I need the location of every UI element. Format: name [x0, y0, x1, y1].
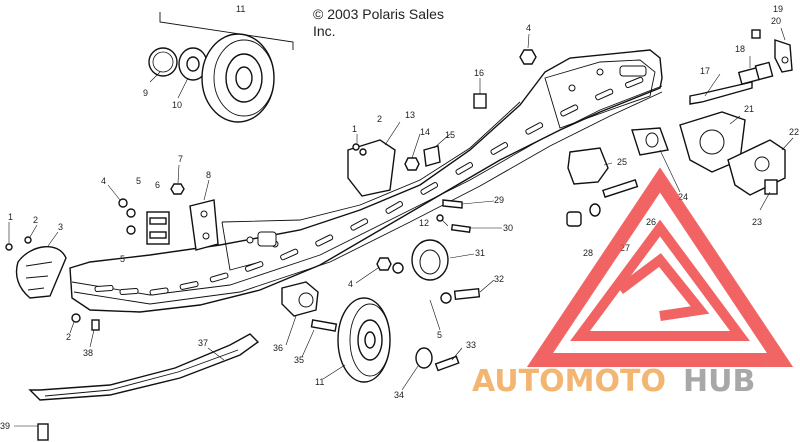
callout: 4: [348, 279, 353, 289]
watermark-text-part1: AUTOMOTO: [472, 364, 666, 399]
callout: 10: [172, 100, 182, 110]
callout: 2: [377, 114, 382, 124]
callout: 2: [66, 332, 71, 342]
callout: 5: [136, 176, 141, 186]
callout: 38: [83, 348, 93, 358]
callout: 26: [646, 217, 656, 227]
callout: 1: [8, 212, 13, 222]
callout: 16: [474, 68, 484, 78]
watermark: AUTOMOTO HUB: [472, 167, 794, 399]
callout: 14: [420, 127, 430, 137]
callout: 7: [178, 154, 183, 164]
triangle-logo: [526, 167, 794, 367]
callout: 11: [315, 377, 324, 387]
leader-lines: [8, 27, 794, 427]
callout: 3: [58, 222, 63, 232]
callout: 13: [405, 110, 415, 120]
callout: 39: [0, 421, 10, 431]
callout: 34: [394, 390, 404, 400]
spacer-washer: [178, 47, 208, 81]
copyright-notice: © 2003 Polaris Sales Inc.: [313, 6, 444, 40]
slide-rail: [69, 49, 663, 313]
callout: 11: [236, 4, 245, 14]
callout: 12: [419, 218, 429, 228]
copyright-line1: © 2003 Polaris Sales: [313, 6, 444, 22]
callout: 27: [620, 243, 630, 253]
callout: 20: [771, 16, 781, 26]
callout: 5: [120, 254, 125, 264]
callout: 18: [735, 44, 745, 54]
callout: 4: [101, 176, 106, 186]
copyright-line2: Inc.: [313, 23, 336, 39]
watermark-text-part2: HUB: [683, 364, 755, 399]
callout: 19: [773, 4, 783, 14]
callout: 24: [678, 192, 688, 202]
callout: 8: [206, 170, 211, 180]
misc-hardware: [5, 49, 639, 441]
front-brackets: [631, 29, 793, 196]
callout: 6: [155, 180, 160, 190]
callout: 15: [445, 130, 455, 140]
callout: 23: [752, 217, 762, 227]
retaining-ring: [148, 47, 178, 77]
callout: 37: [198, 338, 208, 348]
callout: 31: [475, 248, 485, 258]
callout: 28: [583, 248, 593, 258]
callout: 9: [143, 88, 148, 98]
upper-idler-wheel-assembly: [148, 12, 294, 123]
callout: 21: [744, 104, 754, 114]
callout: 2: [33, 215, 38, 225]
callout: 22: [789, 127, 799, 137]
callout: 5: [437, 330, 442, 340]
callout: 29: [494, 195, 504, 205]
callout: 4: [526, 23, 531, 33]
callout: 30: [503, 223, 513, 233]
callout: 32: [494, 274, 504, 284]
callout: 33: [466, 340, 476, 350]
callout: 25: [617, 157, 627, 167]
callout-numbers: 11 9 10 4 19 20 18 17 16 21 22 1 2 13 14…: [0, 4, 799, 431]
callout: 35: [294, 355, 304, 365]
callout: 1: [352, 124, 357, 134]
callout: 36: [273, 343, 283, 353]
idler-wheel: [201, 33, 275, 123]
callout: 17: [700, 66, 710, 76]
